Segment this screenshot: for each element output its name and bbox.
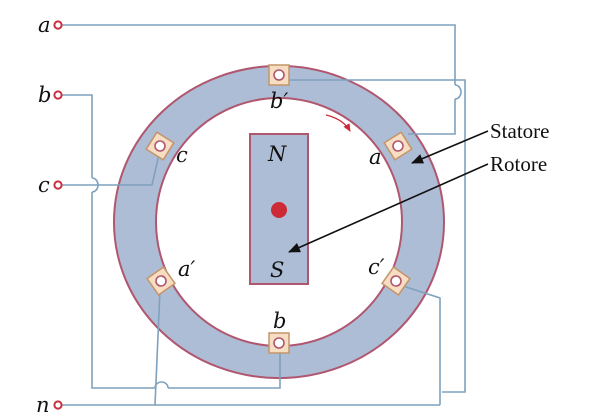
slot-label-c: c: [176, 143, 188, 167]
slot-label-b: b: [273, 309, 286, 333]
wire-crossing-hop: [454, 84, 462, 100]
terminal-b: [53, 90, 63, 100]
slot-c: [145, 131, 175, 161]
wire-crossing-hop: [154, 381, 169, 389]
rotor-body: [249, 133, 309, 285]
terminal-n: [53, 400, 63, 410]
label-rotore: Rotore: [490, 152, 547, 176]
rotor-pole-north: N: [267, 142, 287, 166]
terminal-a: [53, 20, 63, 30]
label-statore: Statore: [490, 119, 549, 143]
wire-phase-b: [62, 94, 281, 389]
slot-a-prime: [146, 266, 176, 296]
winding-wires: [62, 24, 466, 406]
rotor-pole-south: S: [270, 258, 284, 282]
terminal-label-n: n: [36, 393, 50, 417]
wire-neutral-a-prime: [154, 289, 161, 406]
rotor-axis: [271, 202, 287, 218]
terminal-c: [53, 180, 63, 190]
slot-c-prime: [381, 266, 411, 296]
terminal-label-c: c: [38, 173, 50, 197]
terminals: a b c n: [36, 13, 63, 417]
stator-pointer-arrow: [411, 130, 489, 164]
rotor: N S: [249, 133, 309, 285]
slot-label-c-prime: c′: [368, 255, 385, 279]
slot-b: [268, 332, 290, 354]
stator-slots: [145, 64, 413, 354]
wire-phase-b-prime: [288, 79, 466, 393]
rotor-pointer-arrow: [288, 163, 489, 253]
terminal-label-a: a: [38, 13, 51, 37]
terminal-label-b: b: [38, 83, 51, 107]
slot-label-a: a: [369, 145, 382, 169]
slot-label-b-prime: b′: [270, 89, 288, 113]
slot-b-prime: [268, 64, 290, 86]
rotation-direction-arrow: [325, 114, 351, 132]
stator-ring: [112, 65, 446, 379]
wire-neutral-c-prime: [399, 284, 441, 405]
slot-label-a-prime: a′: [178, 257, 196, 281]
slot-a: [383, 131, 413, 161]
wire-phase-c: [62, 149, 161, 186]
slot-labels: b′ a c a′ c′ b: [176, 89, 385, 333]
wire-phase-a: [62, 24, 456, 135]
